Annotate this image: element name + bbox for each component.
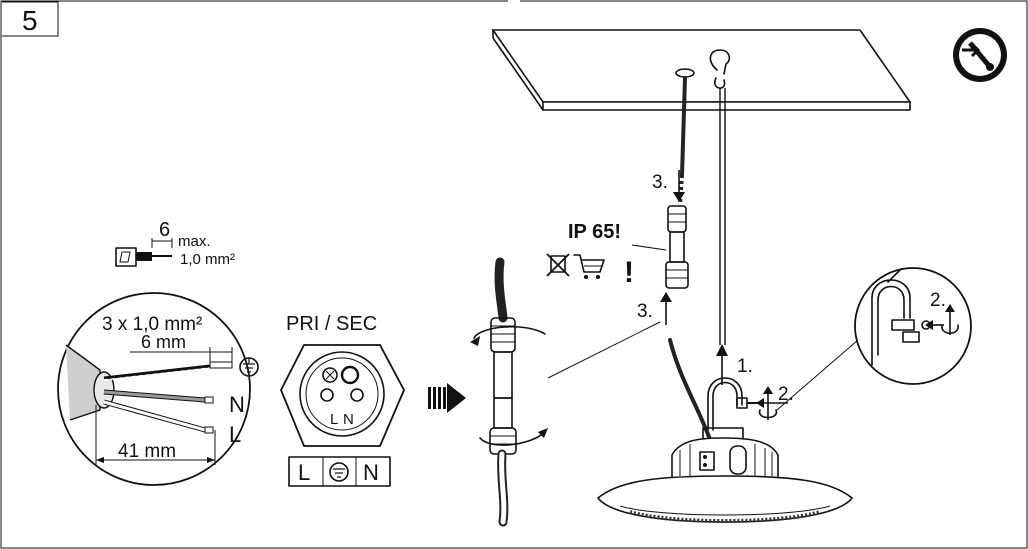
- cable-spec-label: 3 x 1,0 mm²: [102, 314, 202, 335]
- line-wire-label: L: [229, 422, 241, 447]
- step3-top-label: 3.: [652, 172, 668, 193]
- ceiling-hook: [709, 49, 731, 89]
- no-disposal-icon: [546, 253, 570, 277]
- lamp-cable: [668, 338, 714, 447]
- inline-connector-upper: [665, 205, 689, 289]
- wire-detail-circle: [57, 292, 251, 486]
- hanger-detail-circle: [776, 267, 972, 411]
- lamp-hanger: [707, 377, 758, 431]
- highbay-lamp: [596, 427, 854, 523]
- suspension-wire: [719, 88, 726, 345]
- strip-length: 6: [159, 219, 170, 241]
- supply-cable: [680, 76, 687, 177]
- connector-title: PRI / SEC: [286, 313, 377, 335]
- neutral-wire-label: N: [229, 392, 245, 417]
- long-strip-label: 41 mm: [118, 441, 176, 462]
- step-number: 5: [22, 5, 38, 36]
- step2-detail-label: 2.: [930, 290, 946, 311]
- terminal-n-label: N: [363, 460, 379, 485]
- step2-lamp-label: 2.: [778, 384, 794, 405]
- shopping-cart-icon: [573, 254, 605, 279]
- inline-connector-detail: [470, 257, 661, 527]
- step-number-box: 5: [2, 1, 59, 37]
- connector-pin-n: N: [343, 411, 354, 428]
- connector-pin-l: L: [330, 411, 338, 428]
- short-strip-label: 6 mm: [141, 332, 186, 352]
- ip-rating-label: IP 65!: [568, 221, 621, 243]
- disconnect-power-icon: [953, 28, 1007, 82]
- connector-face: [280, 344, 405, 447]
- terminal-legend: [288, 456, 391, 487]
- step3-bottom-label: 3.: [637, 301, 653, 322]
- warning-exclamation: !: [624, 256, 634, 289]
- strip-max-label: max.: [178, 233, 211, 250]
- terminal-l-label: L: [298, 460, 310, 485]
- wire-strip-icon: [115, 238, 173, 267]
- connect-arrow-icon: [428, 383, 466, 413]
- step1-label: 1.: [737, 356, 753, 377]
- rotate-arrow-lamp: [756, 386, 788, 420]
- strip-section-label: 1,0 mm²: [180, 251, 235, 268]
- ground-symbol-icon: [239, 357, 259, 377]
- ceiling-plate: [491, 29, 912, 111]
